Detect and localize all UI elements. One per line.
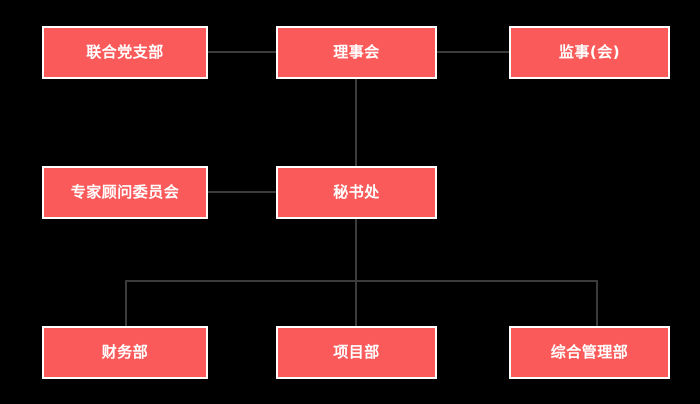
connector-board-to-supervisors (437, 51, 509, 53)
connector-party-branch-to-board (208, 51, 276, 53)
node-project-department[interactable]: 项目部 (276, 326, 437, 379)
connector-row3-bus (125, 280, 598, 282)
node-finance-department[interactable]: 财务部 (42, 326, 208, 379)
node-secretariat[interactable]: 秘书处 (276, 166, 437, 219)
node-supervisors-label: 监事(会) (558, 43, 621, 61)
node-party-branch[interactable]: 联合党支部 (42, 26, 208, 79)
node-general-management-department-label: 综合管理部 (550, 343, 629, 361)
connector-board-to-secretariat (355, 79, 357, 166)
connector-advisory-to-secretariat (208, 191, 276, 193)
node-expert-advisory-committee[interactable]: 专家顾问委员会 (42, 166, 208, 219)
node-finance-department-label: 财务部 (101, 343, 149, 361)
node-secretariat-label: 秘书处 (333, 183, 380, 201)
node-board-of-directors[interactable]: 理事会 (276, 26, 437, 79)
connector-secretariat-stem (355, 219, 357, 282)
connector-bus-to-general-management (596, 280, 598, 326)
node-board-of-directors-label: 理事会 (333, 43, 380, 61)
node-project-department-label: 项目部 (333, 343, 380, 361)
connector-bus-to-finance (125, 280, 127, 326)
node-party-branch-label: 联合党支部 (86, 43, 164, 61)
connector-bus-to-project (355, 280, 357, 326)
node-expert-advisory-committee-label: 专家顾问委员会 (70, 183, 180, 201)
node-general-management-department[interactable]: 综合管理部 (509, 326, 670, 379)
node-supervisors[interactable]: 监事(会) (509, 26, 670, 79)
